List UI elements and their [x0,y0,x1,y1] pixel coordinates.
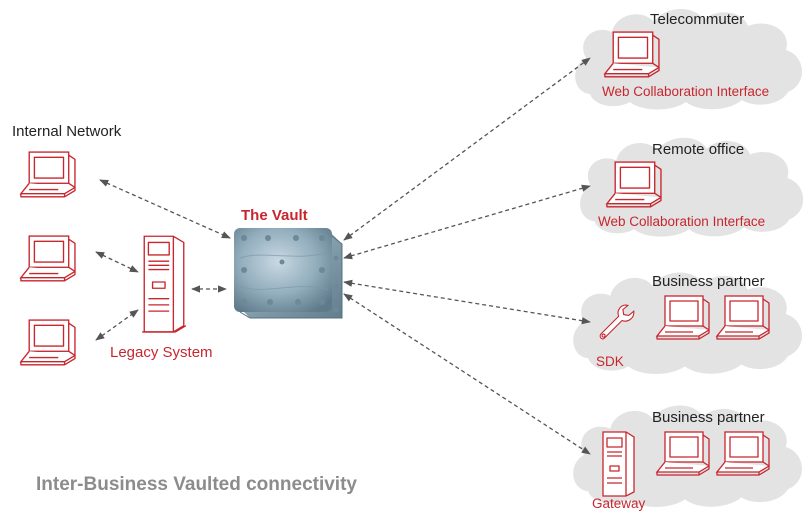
link-vault-remote-office [343,184,591,260]
laptop-icon [20,151,76,198]
laptop-icon [716,295,770,340]
diagram-caption: Inter-Business Vaulted connectivity [36,474,357,495]
laptop-icon [20,319,76,366]
connectors [95,57,591,455]
laptop-icon [606,161,662,208]
vault-cube-icon [234,228,343,319]
business-partner-sdk-title: Business partner [652,273,765,290]
link-laptop3-legacy [95,309,139,341]
laptop-icon [604,31,660,78]
laptop-icon [20,235,76,282]
remote-office-subtitle: Web Collaboration Interface [598,214,765,229]
internal-network-title: Internal Network [12,123,122,140]
laptop-icon [656,295,710,340]
remote-office-title: Remote office [652,141,744,158]
link-laptop1-vault [99,179,231,239]
link-vault-telecommuter [343,57,591,241]
gateway-label: Gateway [592,496,646,511]
laptop-icon [716,431,770,476]
laptop-icon [656,431,710,476]
link-vault-partner-sdk [343,279,591,325]
gateway-server-icon [602,431,635,497]
link-laptop2-legacy [95,251,139,273]
server-tower-icon [141,235,187,333]
sdk-label: SDK [596,354,624,369]
legacy-system-label: Legacy System [110,344,213,361]
telecommuter-title: Telecommuter [650,11,744,28]
link-vault-partner-gateway [343,293,591,455]
telecommuter-subtitle: Web Collaboration Interface [602,84,769,99]
business-partner-gateway-title: Business partner [652,409,765,426]
vault-title: The Vault [241,207,308,224]
